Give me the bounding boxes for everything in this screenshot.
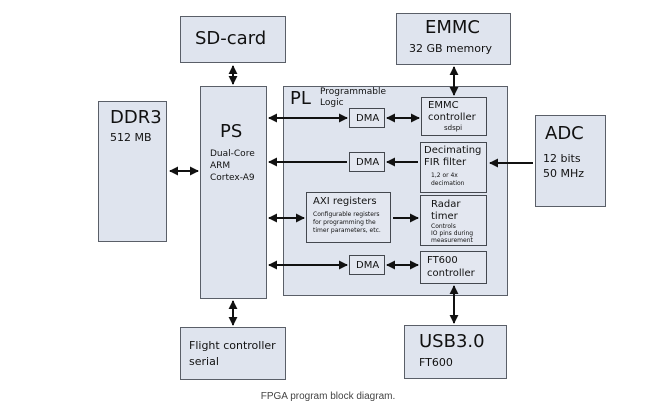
fir-filter-line-1: Decimating xyxy=(424,145,482,156)
ft600-controller-line-1: FT600 xyxy=(427,255,458,266)
dma-3-label: DMA xyxy=(356,260,380,271)
fir-filter-block: Decimating FIR filter 1,2 or 4x decimati… xyxy=(420,142,487,193)
usb3-subtitle: FT600 xyxy=(419,356,453,369)
flight-controller-block: Flight controller serial xyxy=(180,327,286,380)
axi-registers-sub-2: for programming the xyxy=(313,219,376,226)
emmc-subtitle: 32 GB memory xyxy=(409,42,493,55)
radar-timer-sub-1: Controls xyxy=(431,223,456,230)
ddr3-subtitle: 512 MB xyxy=(110,131,152,144)
dma-block-1: DMA xyxy=(349,108,385,128)
adc-line-1: 12 bits xyxy=(543,152,581,165)
adc-line-2: 50 MHz xyxy=(543,167,585,180)
emmc-controller-line-2: controller xyxy=(428,112,476,123)
radar-timer-block: Radar timer Controls IO pins during meas… xyxy=(420,195,487,246)
pl-title: PL xyxy=(290,88,311,109)
dma-block-2: DMA xyxy=(349,152,385,172)
axi-registers-block: AXI registers Configurable registers for… xyxy=(306,192,391,243)
ddr3-block: DDR3 512 MB xyxy=(98,101,167,242)
flight-controller-line-2: serial xyxy=(189,355,219,368)
ft600-controller-block: FT600 controller xyxy=(420,251,487,284)
ps-block: PS Dual-Core ARM Cortex-A9 xyxy=(200,86,267,299)
pl-subtitle-1: Programmable xyxy=(320,87,387,97)
radar-timer-line-2: timer xyxy=(431,211,458,222)
adc-block: ADC 12 bits 50 MHz xyxy=(535,115,606,207)
dma-block-3: DMA xyxy=(349,255,385,275)
dma-2-label: DMA xyxy=(356,157,380,168)
emmc-controller-block: EMMC controller sdspi xyxy=(421,97,487,136)
fir-filter-line-2: FIR filter xyxy=(424,157,467,168)
radar-timer-line-1: Radar xyxy=(431,199,461,210)
usb3-title: USB3.0 xyxy=(419,331,485,352)
diagram-caption: FPGA program block diagram. xyxy=(260,391,396,402)
pl-subtitle-2: Logic xyxy=(320,98,344,108)
fir-filter-sub-2: decimation xyxy=(431,180,465,187)
ps-line-3: Cortex-A9 xyxy=(210,173,255,183)
axi-registers-sub-1: Configurable registers xyxy=(313,211,380,218)
emmc-title: EMMC xyxy=(425,17,481,38)
flight-controller-line-1: Flight controller xyxy=(189,339,276,352)
emmc-controller-sub: sdspi xyxy=(444,124,463,132)
adc-title: ADC xyxy=(545,123,584,144)
emmc-controller-line-1: EMMC xyxy=(428,100,459,111)
dma-1-label: DMA xyxy=(356,113,380,124)
ps-line-1: Dual-Core xyxy=(210,149,255,159)
ddr3-title: DDR3 xyxy=(110,107,162,128)
emmc-block: EMMC 32 GB memory xyxy=(396,13,511,65)
radar-timer-sub-3: measurement xyxy=(431,237,473,244)
sd-card-title: SD-card xyxy=(195,28,267,49)
ps-title: PS xyxy=(220,121,243,142)
radar-timer-sub-2: IO pins during xyxy=(431,230,474,237)
ft600-controller-line-2: controller xyxy=(427,268,475,279)
usb3-block: USB3.0 FT600 xyxy=(404,325,507,379)
ps-line-2: ARM xyxy=(210,161,231,171)
axi-registers-sub-3: timer parameters, etc. xyxy=(313,227,381,234)
axi-registers-title: AXI registers xyxy=(313,196,377,207)
sd-card-block: SD-card xyxy=(180,16,286,63)
fir-filter-sub-1: 1,2 or 4x xyxy=(431,172,458,179)
